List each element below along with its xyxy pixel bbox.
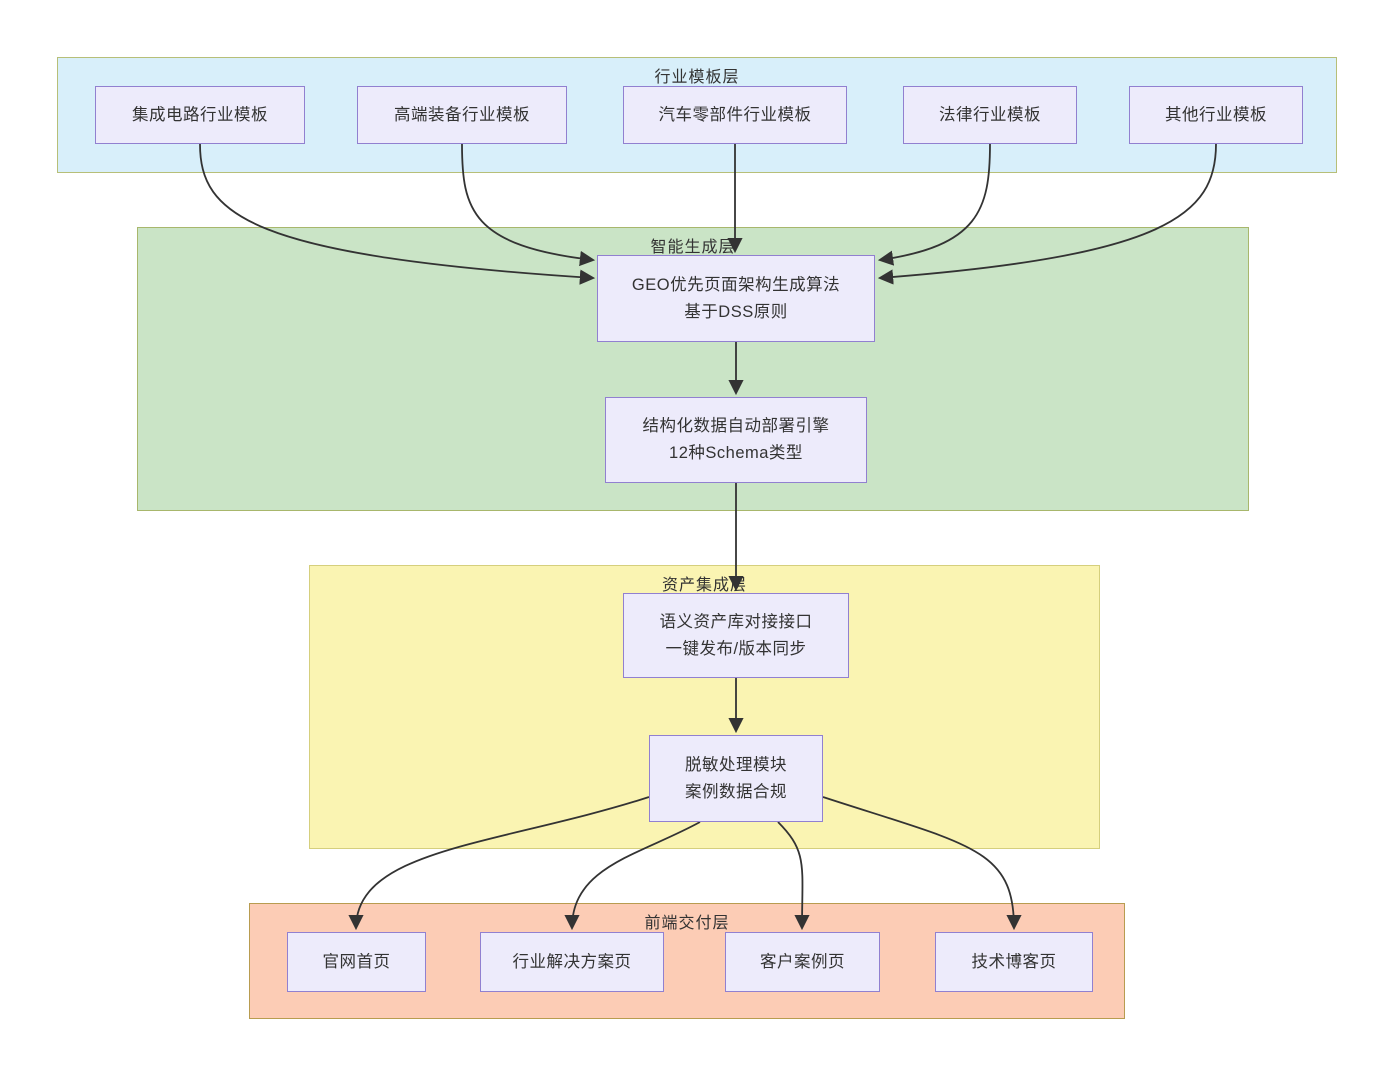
node-ic-template-label: 集成电路行业模板 [132, 105, 268, 124]
node-asset-api-line2: 一键发布/版本同步 [665, 639, 807, 658]
node-homepage: 官网首页 [287, 932, 426, 992]
node-homepage-label: 官网首页 [322, 952, 391, 971]
layer-industry-templates-label: 行业模板层 [654, 69, 740, 86]
node-other-template-label: 其他行业模板 [1165, 105, 1267, 124]
node-other-template: 其他行业模板 [1129, 86, 1303, 144]
node-geo-algorithm: GEO优先页面架构生成算法 基于DSS原则 [597, 255, 875, 342]
node-solutions-page-label: 行业解决方案页 [512, 952, 632, 971]
node-blog-page-label: 技术博客页 [971, 952, 1057, 971]
node-asset-api: 语义资产库对接接口 一键发布/版本同步 [623, 593, 849, 678]
node-legal-template: 法律行业模板 [903, 86, 1077, 144]
node-auto-parts-template-label: 汽车零部件行业模板 [658, 105, 812, 124]
node-cases-page: 客户案例页 [725, 932, 880, 992]
node-ic-template: 集成电路行业模板 [95, 86, 305, 144]
node-schema-engine-line1: 结构化数据自动部署引擎 [642, 417, 830, 435]
node-schema-engine: 结构化数据自动部署引擎 12种Schema类型 [605, 397, 867, 483]
node-blog-page: 技术博客页 [935, 932, 1093, 992]
node-cases-page-label: 客户案例页 [760, 952, 845, 971]
layer-intelligent-generation-label: 智能生成层 [650, 239, 736, 256]
node-data-masking-line1: 脱敏处理模块 [685, 755, 787, 774]
layer-asset-integration-label: 资产集成层 [661, 577, 747, 594]
node-legal-template-label: 法律行业模板 [939, 105, 1041, 124]
node-auto-parts-template: 汽车零部件行业模板 [623, 86, 847, 144]
node-solutions-page: 行业解决方案页 [480, 932, 664, 992]
node-geo-algorithm-line2: 基于DSS原则 [684, 302, 788, 321]
node-schema-engine-line2: 12种Schema类型 [669, 444, 803, 462]
node-data-masking-line2: 案例数据合规 [685, 782, 787, 801]
layer-frontend-delivery-label: 前端交付层 [644, 915, 730, 932]
node-asset-api-line1: 语义资产库对接接口 [659, 612, 813, 631]
node-equipment-template-label: 高端装备行业模板 [394, 105, 530, 124]
node-geo-algorithm-line1: GEO优先页面架构生成算法 [631, 275, 841, 294]
node-data-masking: 脱敏处理模块 案例数据合规 [649, 735, 823, 822]
node-equipment-template: 高端装备行业模板 [357, 86, 567, 144]
